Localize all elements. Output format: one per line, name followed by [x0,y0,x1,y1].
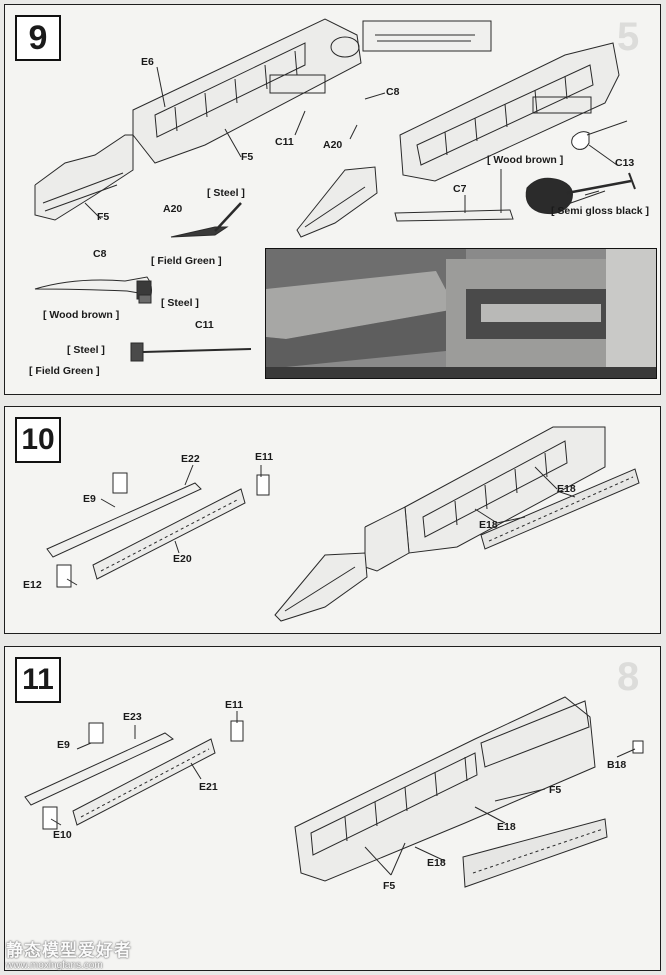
part-label-c8: C8 [386,86,400,98]
site-watermark: 静态模型爱好者 www.moxingfans.com [6,941,132,972]
paint-semi-gloss-black-c13: [ Semi gloss black ] [551,205,650,217]
paint-wood-brown-c13: [ Wood brown ] [487,154,564,166]
part-label-c13: C13 [615,157,635,169]
background-ghost-digit: 5 [617,15,640,59]
step-11-diagram [24,696,644,888]
part-label-e23: E23 [123,711,142,723]
part-label-c11-detail: C11 [195,319,214,331]
part-label-e22: E22 [181,453,200,465]
part-label-c8-detail: C8 [93,248,107,260]
part-label-b18: B18 [607,759,627,771]
part-label-e21: E21 [199,781,218,793]
part-label-e18-second: E18 [479,519,498,531]
paint-field-green-c11: [ Field Green ] [29,365,100,377]
part-label-e9: E9 [57,739,70,751]
part-label-a20: A20 [323,139,343,151]
part-label-e20: E20 [173,553,192,565]
paint-steel-c11: [ Steel ] [67,344,105,356]
part-label-e11: E11 [255,451,274,463]
part-label-c11: C11 [275,136,294,148]
part-label-f5: F5 [549,784,562,796]
step-number-11: 11 [15,657,61,703]
part-label-a20-detail: A20 [163,203,183,215]
watermark-url: www.moxingfans.com [6,960,103,971]
reference-photo [265,248,657,379]
part-label-e9: E9 [83,493,96,505]
paint-steel-c8: [ Steel ] [161,297,199,309]
paint-field-green-a20: [ Field Green ] [151,255,222,267]
part-label-c7: C7 [453,183,467,195]
watermark-title: 静态模型爱好者 [6,941,132,960]
part-label-e11: E11 [225,699,244,711]
paint-wood-brown-c8: [ Wood brown ] [43,309,120,321]
step-11-panel: 8 [4,646,661,971]
part-label-f5-lower: F5 [383,880,396,892]
step-9-panel: 5 [4,4,661,395]
part-label-f5-lower: F5 [97,211,110,223]
step-number-10: 10 [15,417,61,463]
reference-photo-image [266,249,656,378]
part-label-e12: E12 [23,579,42,591]
part-label-e18-second: E18 [427,857,446,869]
part-label-e18: E18 [497,821,516,833]
part-label-e18: E18 [557,483,576,495]
part-label-e10: E10 [53,829,72,841]
paint-steel-a20: [ Steel ] [207,187,245,199]
background-ghost-digit: 8 [617,655,640,699]
step-10-panel: 10 E22 E11 E9 E20 E12 E18 E18 [4,406,661,634]
part-label-f5: F5 [241,151,254,163]
part-label-e6: E6 [141,56,154,68]
step-10-diagram [46,426,640,622]
step-9-diagram [34,18,636,362]
step-number-9: 9 [15,15,61,61]
